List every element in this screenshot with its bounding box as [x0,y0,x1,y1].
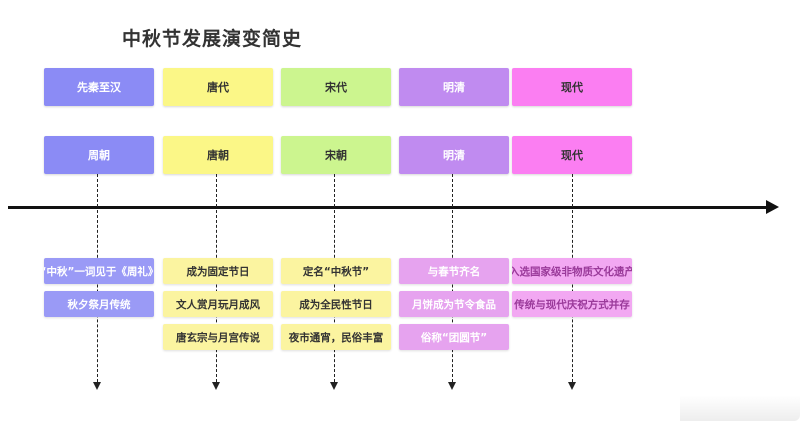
connector-upper-3 [334,174,335,207]
era-box-1[interactable]: 先秦至汉 [44,68,154,106]
detail-box-4-2[interactable]: 月饼成为节令食品 [399,291,509,317]
timeline-arrow-icon [766,200,779,214]
detail-box-2-3[interactable]: 唐玄宗与月宫传说 [163,324,273,350]
connector-arrow-icon-4 [448,382,457,390]
connector-arrow-icon-2 [212,382,221,390]
connector-upper-1 [97,174,98,207]
detail-box-1-2[interactable]: 秋夕祭月传统 [44,291,154,317]
detail-box-2-2[interactable]: 文人赏月玩月成风 [163,291,273,317]
detail-box-2-1[interactable]: 成为固定节日 [163,258,273,284]
detail-box-3-2[interactable]: 成为全民性节日 [281,291,391,317]
dynasty-box-1[interactable]: 周朝 [44,136,154,174]
detail-box-4-1[interactable]: 与春节齐名 [399,258,509,284]
connector-upper-2 [216,174,217,207]
era-box-5[interactable]: 现代 [512,68,632,106]
page-corner-fold [680,395,800,421]
detail-box-5-2[interactable]: 传统与现代庆祝方式并存 [512,291,632,317]
connector-arrow-icon-3 [330,382,339,390]
detail-box-4-3[interactable]: 俗称“团圆节” [399,324,509,350]
era-box-2[interactable]: 唐代 [163,68,273,106]
connector-arrow-icon-5 [568,382,577,390]
detail-box-3-3[interactable]: 夜市通宵，民俗丰富 [281,324,391,350]
connector-upper-4 [452,174,453,207]
detail-box-3-1[interactable]: 定名“中秋节” [281,258,391,284]
dynasty-box-4[interactable]: 明清 [399,136,509,174]
connector-upper-5 [572,174,573,207]
era-box-3[interactable]: 宋代 [281,68,391,106]
era-box-4[interactable]: 明清 [399,68,509,106]
page-title: 中秋节发展演变简史 [122,28,303,50]
detail-box-5-1[interactable]: 入选国家级非物质文化遗产 [512,258,632,284]
connector-arrow-icon-1 [93,382,102,390]
timeline-axis [8,206,768,209]
dynasty-box-5[interactable]: 现代 [512,136,632,174]
dynasty-box-3[interactable]: 宋朝 [281,136,391,174]
dynasty-box-2[interactable]: 唐朝 [163,136,273,174]
detail-box-1-1[interactable]: “中秋”一词见于《周礼》 [44,258,154,284]
